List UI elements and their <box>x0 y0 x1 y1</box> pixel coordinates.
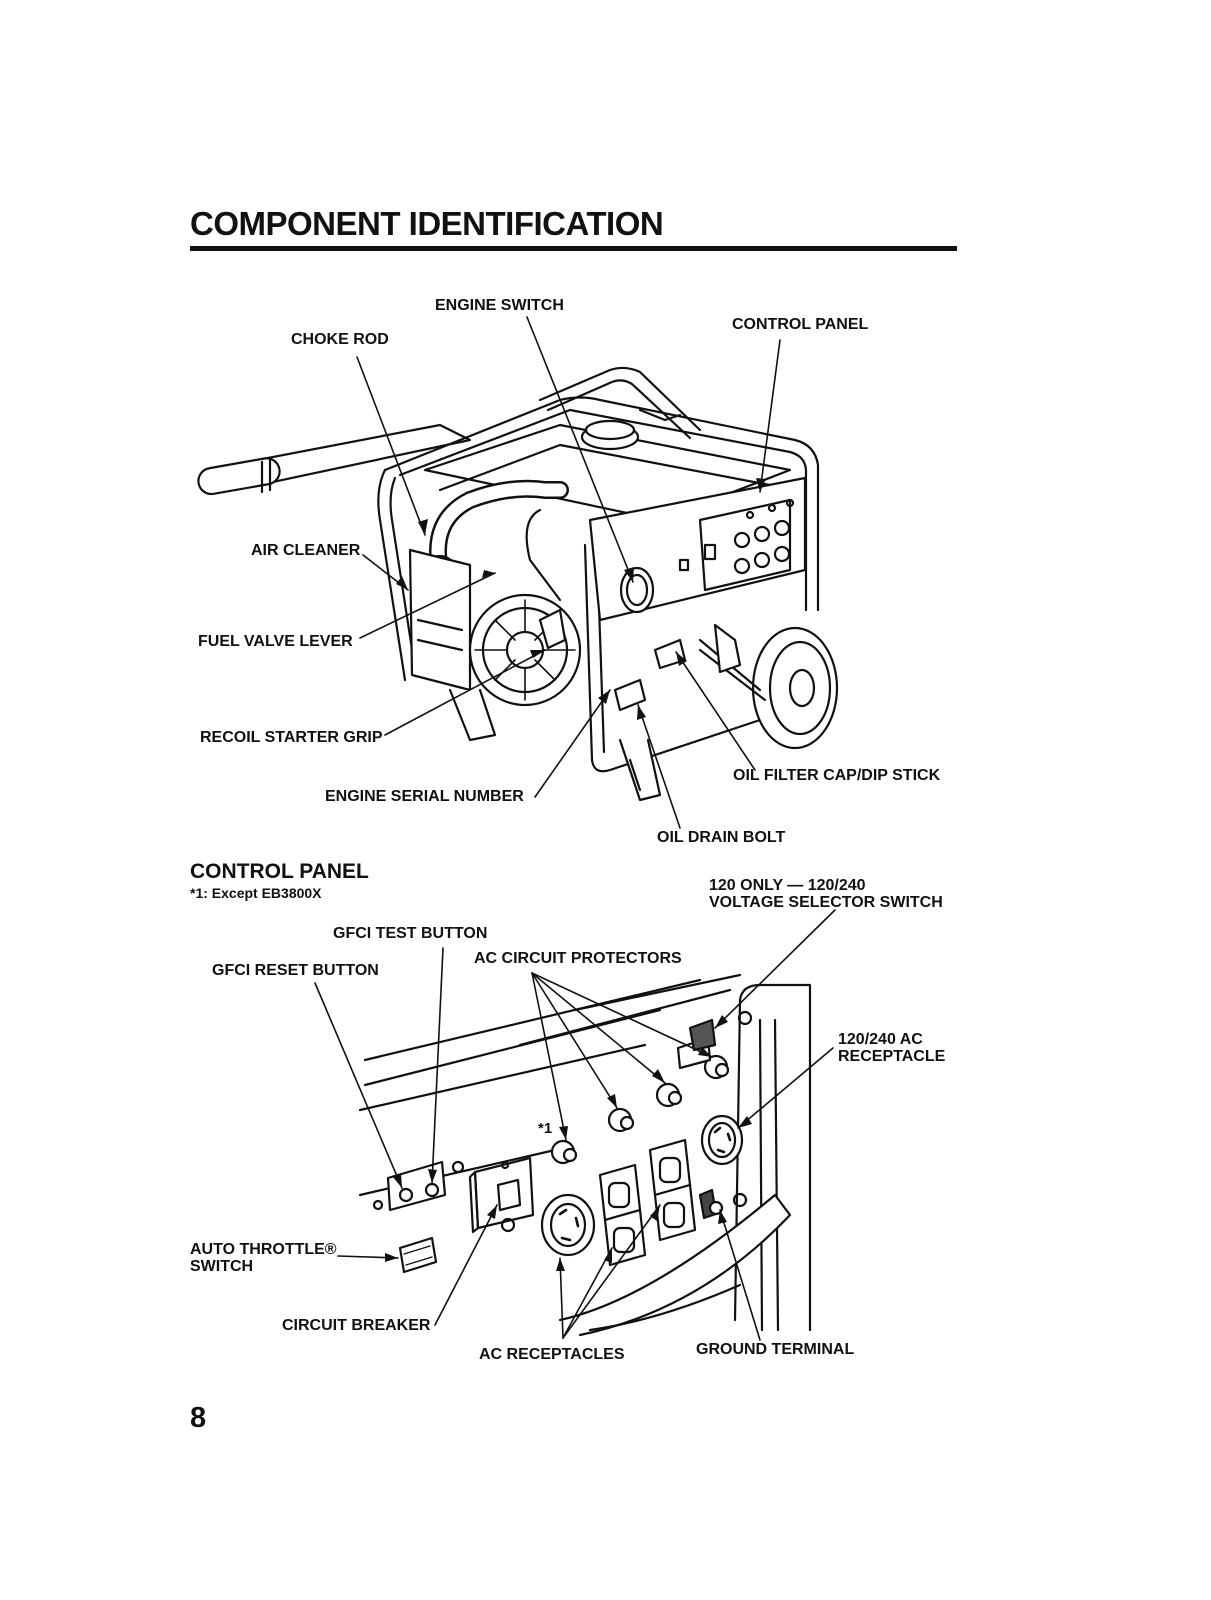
label-fuel-valve-lever: FUEL VALVE LEVER <box>198 633 353 650</box>
label-choke-rod: CHOKE ROD <box>291 331 389 348</box>
label-receptacle-120-240-line2: RECEPTACLE <box>838 1048 946 1065</box>
label-circuit-breaker: CIRCUIT BREAKER <box>282 1317 431 1334</box>
label-receptacle-120-240-line1: 120/240 AC <box>838 1031 923 1048</box>
title-rule <box>190 246 957 251</box>
label-control-panel: CONTROL PANEL <box>732 316 869 333</box>
label-air-cleaner: AIR CLEANER <box>251 542 361 559</box>
label-voltage-selector-line2: VOLTAGE SELECTOR SWITCH <box>709 894 943 911</box>
label-auto-throttle-line1: AUTO THROTTLE® <box>190 1241 337 1258</box>
label-gfci-test-button: GFCI TEST BUTTON <box>333 925 488 942</box>
control-panel-leader-lines <box>314 909 836 1341</box>
label-engine-switch: ENGINE SWITCH <box>435 297 564 314</box>
label-oil-filter-cap: OIL FILTER CAP/DIP STICK <box>733 767 941 784</box>
generator-leader-lines <box>356 316 781 829</box>
label-voltage-selector-line1: 120 ONLY — 120/240 <box>709 877 866 894</box>
control-panel-heading: CONTROL PANEL <box>190 860 369 883</box>
page-title: COMPONENT IDENTIFICATION <box>190 205 664 242</box>
control-panel-drawing <box>358 973 812 1337</box>
label-ac-circuit-protectors: AC CIRCUIT PROTECTORS <box>474 950 682 967</box>
label-engine-serial-number: ENGINE SERIAL NUMBER <box>325 788 524 805</box>
label-oil-drain-bolt: OIL DRAIN BOLT <box>657 829 786 846</box>
page-number: 8 <box>190 1402 207 1434</box>
label-ground-terminal: GROUND TERMINAL <box>696 1341 855 1358</box>
control-panel-footnote: *1: Except EB3800X <box>190 885 322 901</box>
control-panel-leader-arrows <box>385 1015 752 1271</box>
label-gfci-reset-button: GFCI RESET BUTTON <box>212 962 379 979</box>
footnote-marker: *1 <box>538 1120 553 1137</box>
generator-drawing <box>197 366 839 802</box>
generator-leader-arrows <box>396 478 766 720</box>
label-auto-throttle-line2: SWITCH <box>190 1258 254 1275</box>
label-ac-receptacles: AC RECEPTACLES <box>479 1346 625 1363</box>
label-recoil-starter-grip: RECOIL STARTER GRIP <box>200 729 383 746</box>
